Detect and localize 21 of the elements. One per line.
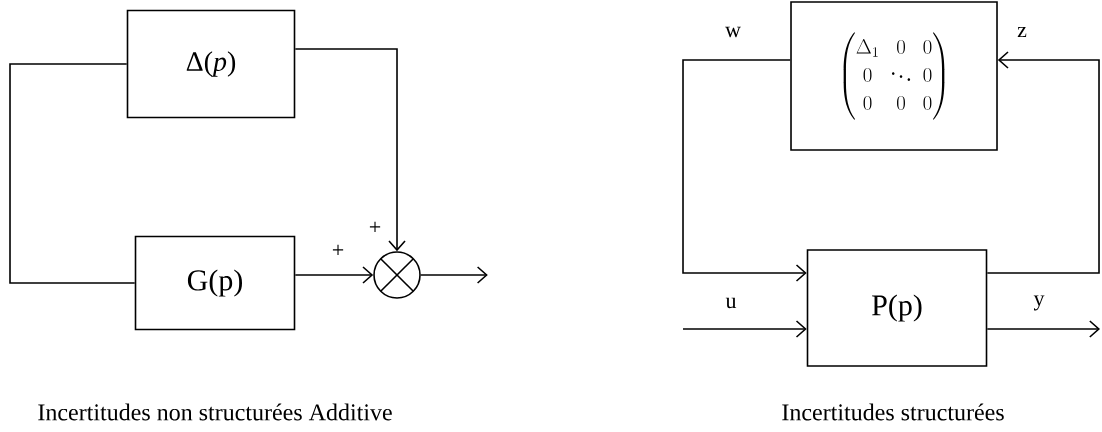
summing-junction <box>373 251 421 299</box>
caption: Incertitudes structurées <box>782 403 1004 421</box>
edge-label: u <box>724 296 738 310</box>
caption: Incertitudes non structurées Additive <box>38 403 392 421</box>
arrow <box>294 48 406 252</box>
arrow <box>682 59 807 282</box>
arrow <box>420 266 488 284</box>
edge-label: y <box>1032 294 1046 312</box>
connector-line <box>9 63 136 284</box>
edge-label: + <box>367 220 383 236</box>
edge-label: + <box>330 243 346 259</box>
arrow <box>294 266 374 284</box>
transfer-block: G(p) <box>134 235 296 331</box>
arrow <box>986 51 1100 274</box>
edge-label: w <box>724 25 742 39</box>
matrix-block: $\begin{pmatrix}\Delta_1 & 0 & 0\\ 0 & \ddots & 0\\ 0 & 0 & 0\end{pmatrix}$ <box>790 1 998 151</box>
arrow <box>986 320 1100 338</box>
arrow <box>682 320 807 338</box>
edge-label: z <box>1016 25 1028 39</box>
transfer-block: P(p) <box>806 249 988 367</box>
transfer-block: Δ(p) <box>126 9 296 119</box>
